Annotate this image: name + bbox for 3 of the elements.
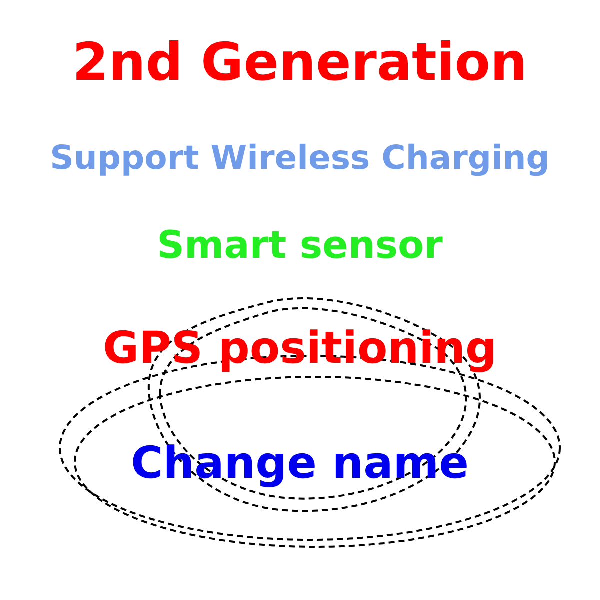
feature-text: Support Wireless Charging bbox=[50, 140, 550, 176]
feature-text: Smart sensor bbox=[157, 225, 443, 267]
title: 2nd Generation bbox=[72, 35, 528, 92]
